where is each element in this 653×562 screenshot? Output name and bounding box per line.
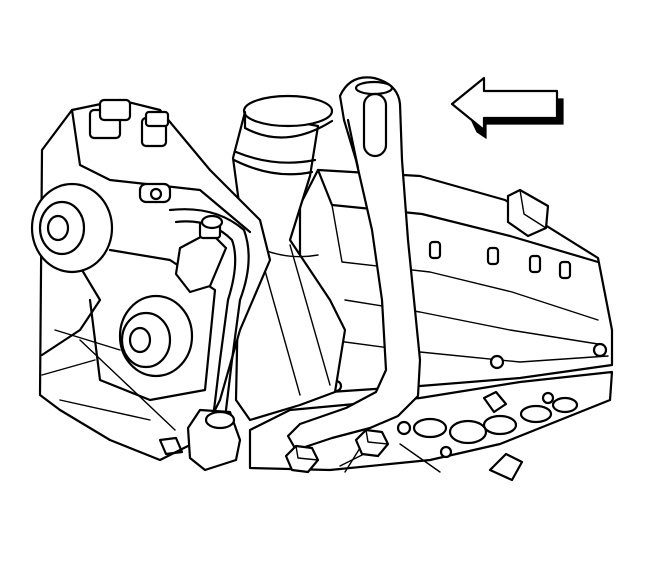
- hold-down-studs: [428, 240, 572, 280]
- direction-arrow-icon: [450, 76, 564, 140]
- bolt-right: [354, 428, 390, 458]
- bracket-bolts: [284, 428, 390, 474]
- bolt-left: [284, 444, 320, 474]
- lower-mount-block: [158, 408, 242, 472]
- upper-pulley: [30, 182, 114, 274]
- lifting-bracket: [286, 76, 422, 452]
- valve-cover: [298, 168, 614, 394]
- front-cover: [38, 98, 272, 462]
- coolant-tube: [168, 208, 250, 412]
- lower-pulley: [118, 294, 194, 378]
- sensor-connectors: [88, 98, 172, 204]
- head-deck-surface: [248, 370, 614, 482]
- intake-neck: [231, 94, 347, 422]
